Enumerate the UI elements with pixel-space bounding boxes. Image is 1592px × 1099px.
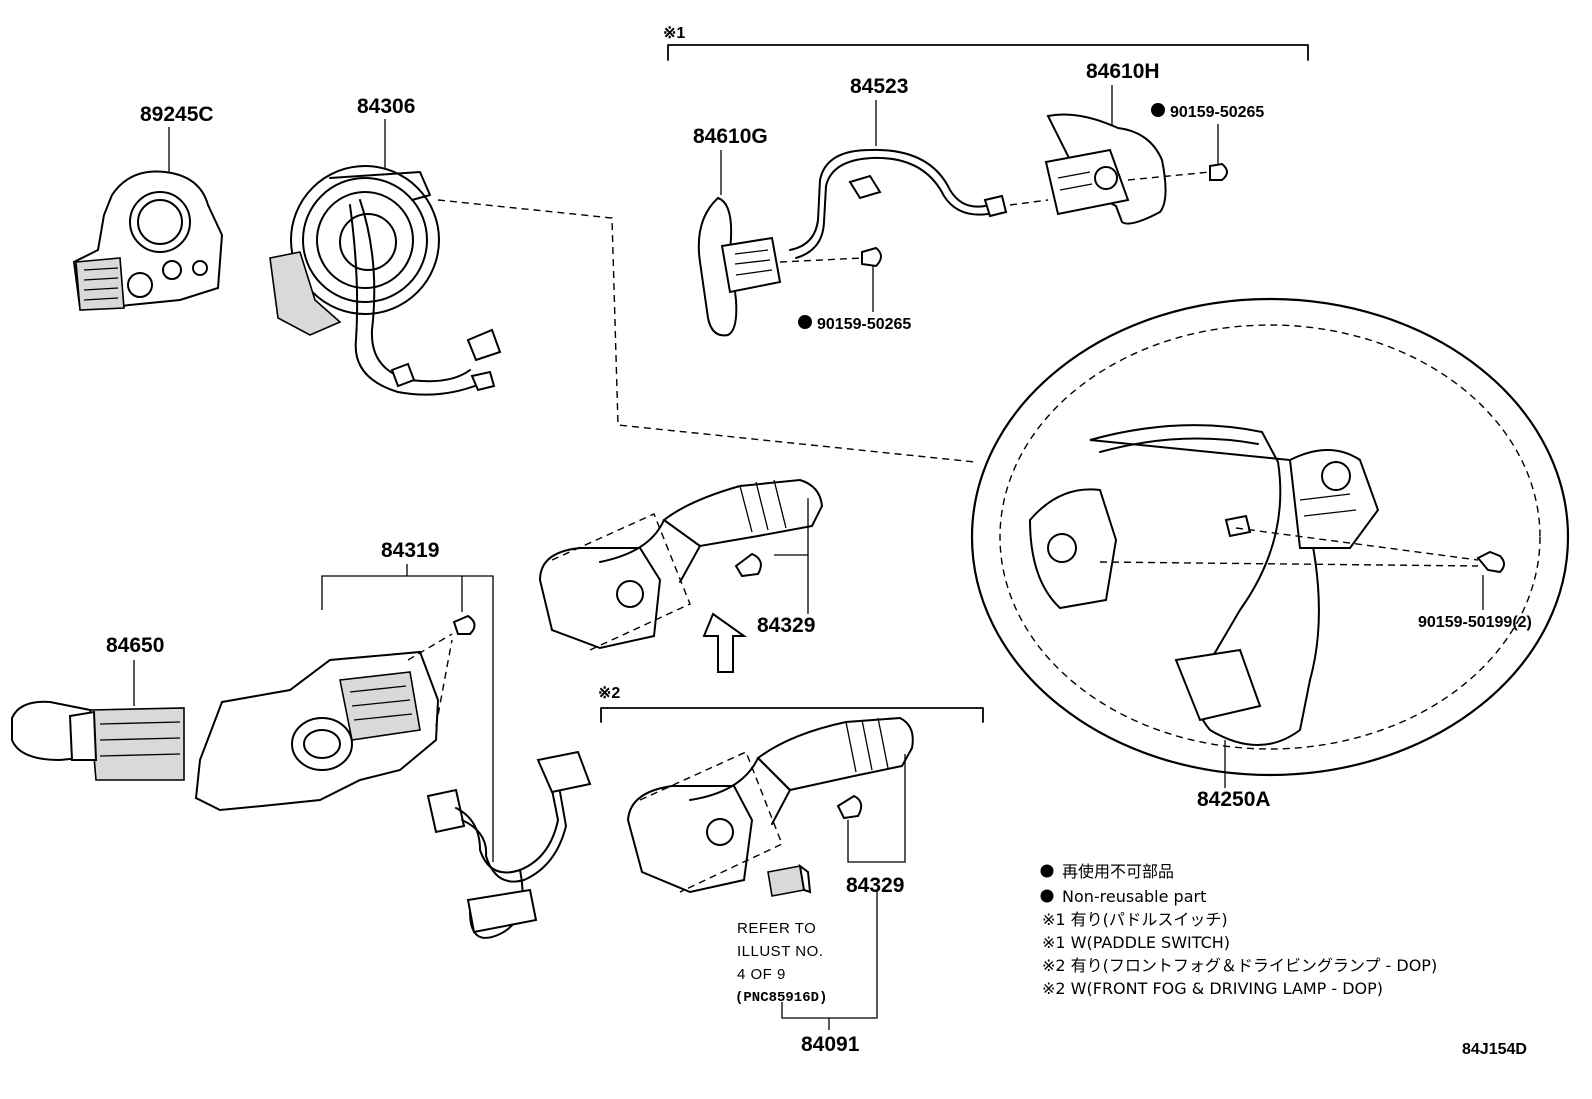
legend-bullet-en: Non-reusable part: [1062, 887, 1206, 906]
lever-switch-84329-lower[interactable]: 84329: [626, 716, 914, 897]
ref-line2: ILLUST NO.: [737, 943, 823, 960]
label-84091: 84091: [801, 1033, 860, 1056]
label-84306: 84306: [357, 95, 415, 118]
label-84319: 84319: [381, 539, 439, 562]
legend-bullet-jp: 再使用不可部品: [1062, 862, 1174, 881]
set-84091: 84091: [781, 890, 878, 1056]
label-90159-50265-b: 90159-50265: [1170, 104, 1264, 121]
bolt-90159-50199: 90159-50199(2): [1418, 550, 1532, 631]
paddle-switch-84610H[interactable]: 84610H: [1009, 60, 1228, 225]
wire-harness-84523[interactable]: 84523: [789, 75, 1008, 259]
legend: 再使用不可部品 Non-reusable part ※1 有り(パドルスイッチ)…: [1040, 862, 1437, 998]
label-84650: 84650: [106, 634, 164, 657]
label-90159-50265-a: 90159-50265: [817, 316, 911, 333]
group2-bracket: ※2: [598, 685, 984, 723]
label-90159-50199: 90159-50199(2): [1418, 614, 1532, 631]
group1-marker: ※1: [663, 25, 685, 42]
steering-sensor-89245C[interactable]: 89245C: [72, 103, 224, 311]
steering-wheel-84250A[interactable]: 84250A: [970, 297, 1570, 811]
wire-harness-switch: [426, 750, 592, 939]
paddle-switch-84610G[interactable]: 84610G: [693, 125, 882, 337]
leader-84306-to-wheel: [437, 199, 976, 463]
ref-line1: REFER TO: [737, 920, 816, 937]
label-84329-upper: 84329: [757, 614, 815, 637]
reference-connector: REFER TO ILLUST NO. 4 OF 9 (PNC85916D): [735, 863, 827, 1006]
legend-note2-en: ※2 W(FRONT FOG & DRIVING LAMP - DOP): [1042, 979, 1383, 998]
group1-bracket: ※1: [663, 25, 1309, 61]
legend-note2-jp: ※2 有り(フロントフォグ＆ドライビングランプ - DOP): [1042, 956, 1437, 975]
spiral-cable-84306[interactable]: 84306: [269, 95, 502, 396]
label-84250A: 84250A: [1197, 788, 1271, 811]
legend-note1-jp: ※1 有り(パドルスイッチ): [1042, 910, 1228, 929]
label-84610G: 84610G: [693, 125, 768, 148]
label-89245C: 89245C: [140, 103, 214, 126]
label-84523: 84523: [850, 75, 908, 98]
switch-assembly-84319[interactable]: 84319: [194, 539, 494, 862]
illustration-code: 84J154D: [1462, 1041, 1527, 1058]
bolt-90159-50265-a: 90159-50265: [798, 266, 911, 333]
assembly-arrow: [702, 612, 748, 673]
legend-note1-en: ※1 W(PADDLE SWITCH): [1042, 933, 1230, 952]
bolt-90159-50265-b: 90159-50265: [1151, 103, 1264, 164]
lever-switch-84329-upper[interactable]: 84329: [538, 478, 824, 651]
ref-line3: 4 OF 9: [737, 966, 786, 983]
label-84329-lower: 84329: [846, 874, 904, 897]
group2-marker: ※2: [598, 685, 620, 702]
label-84610H: 84610H: [1086, 60, 1160, 83]
ref-line4: (PNC85916D): [735, 990, 827, 1006]
headlamp-lever-84650[interactable]: 84650: [11, 634, 185, 781]
